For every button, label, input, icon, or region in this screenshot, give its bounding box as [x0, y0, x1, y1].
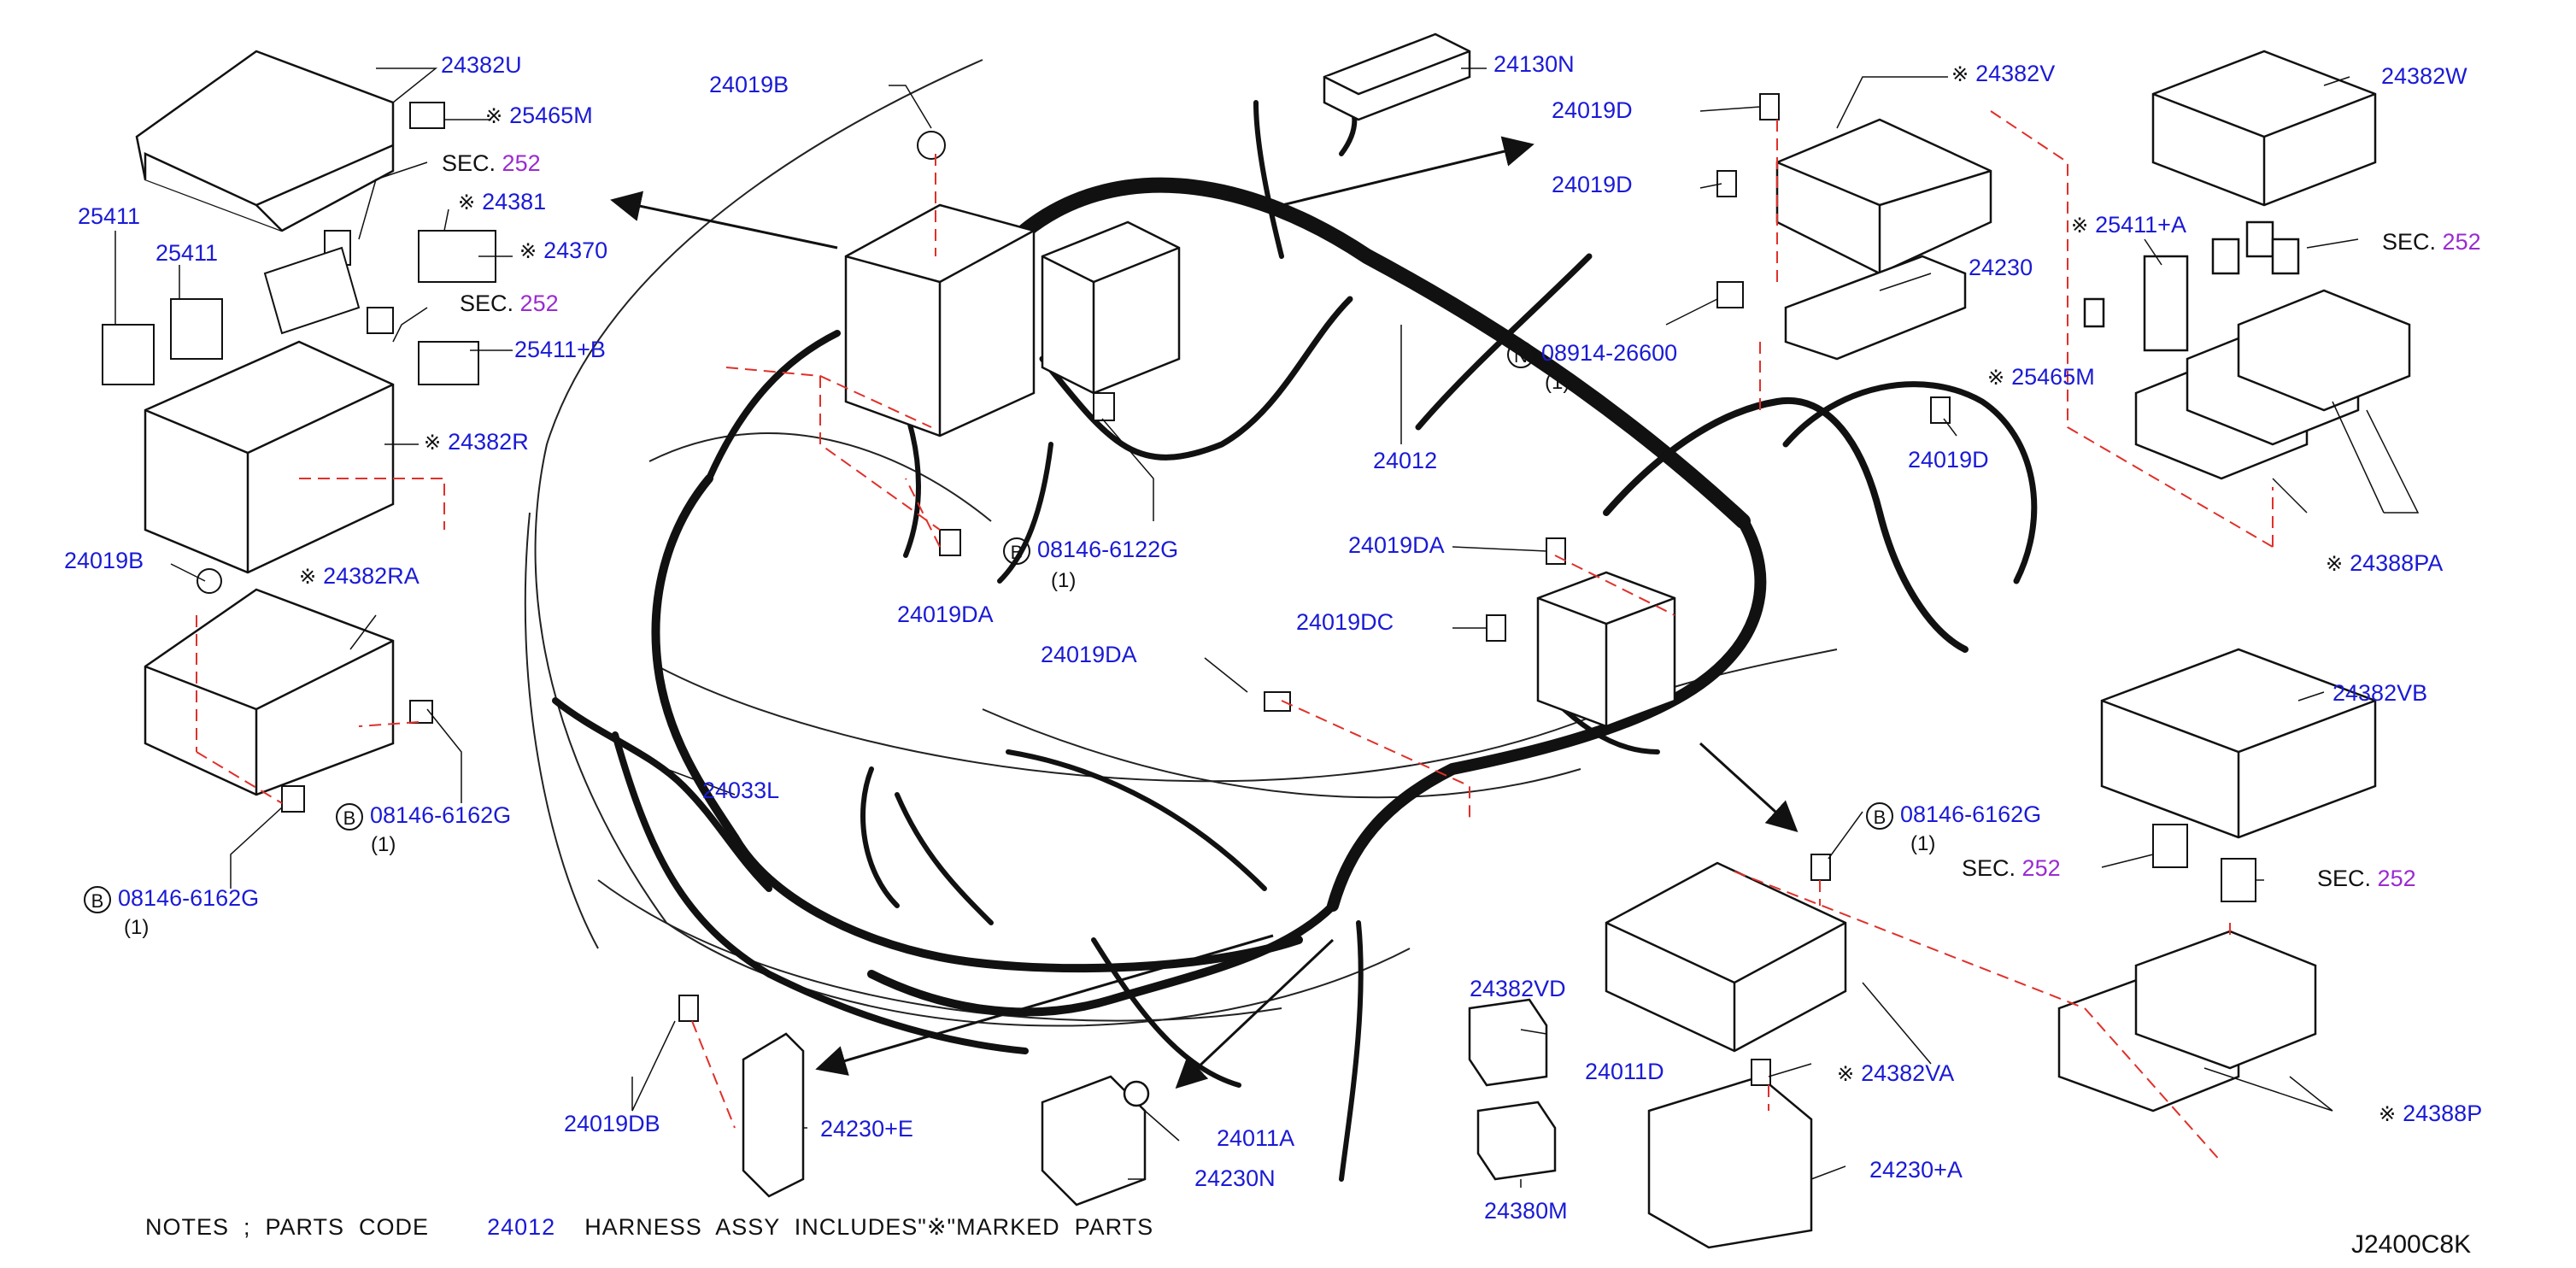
direction-arrows: [610, 136, 1799, 1089]
bolt-b-marker: B: [84, 886, 111, 913]
part-24230N: 24230N: [1194, 1165, 1276, 1191]
relays-right: [2152, 824, 2256, 902]
part-24019D-c: 24019D: [1908, 447, 1989, 473]
part-25411-a: 25411: [78, 203, 141, 229]
part-24230: 24230: [1969, 255, 2033, 280]
part-24382V: ※24382V: [1951, 61, 2056, 86]
nut-n-marker: N: [1507, 341, 1534, 368]
box-24382RA: [144, 588, 395, 796]
part-24230E: 24230+E: [820, 1116, 913, 1142]
part-24382W: 24382W: [2381, 63, 2467, 89]
part-24380M: 24380M: [1484, 1198, 1568, 1224]
part-24382VB: 24382VB: [2332, 680, 2428, 706]
bolts-misc: [678, 93, 1951, 1086]
qty-a: (1): [371, 833, 396, 856]
part-24019D-b: 24019D: [1552, 172, 1633, 197]
relays-left: [102, 230, 496, 385]
part-24012: 24012: [1373, 448, 1438, 473]
qty-b: (1): [124, 916, 150, 939]
part-24011D: 24011D: [1585, 1059, 1664, 1084]
center-relay-box: [844, 203, 1181, 437]
asterisk-marker: ※: [519, 240, 537, 263]
asterisk-marker: ※: [299, 566, 317, 589]
leader-lines: [114, 68, 2420, 1188]
qty-e: (1): [1910, 832, 1936, 855]
red-dashed-leaders: [196, 110, 2274, 1163]
section-ref-a: SEC. 252: [442, 150, 541, 176]
fuse-blocks-24388PA: [2083, 220, 2411, 480]
part-24019DB: 24019DB: [564, 1111, 660, 1136]
cover-24382VB: [2100, 648, 2377, 839]
part-25411-b: 25411: [155, 240, 219, 266]
bracket-24382V: [1775, 118, 1992, 275]
part-25465M-b: ※25465M: [1987, 364, 2095, 390]
part-24019DA-a: 24019DA: [1348, 532, 1445, 558]
part-24011A: 24011A: [1217, 1125, 1295, 1151]
qty-d: (1): [1051, 569, 1077, 592]
part-24019DA-b: 24019DA: [897, 602, 994, 627]
asterisk-marker: ※: [2071, 214, 2089, 238]
bracket-24230E: [742, 1032, 805, 1198]
section-ref-d: SEC. 252: [1962, 855, 2061, 881]
section-ref-b: SEC. 252: [460, 291, 559, 316]
bolt-b-marker: B: [1003, 537, 1030, 565]
asterisk-marker: ※: [2326, 553, 2344, 576]
part-24382VA: ※24382VA: [1837, 1060, 1955, 1086]
bolts-left: [197, 131, 1115, 813]
qty-c: (1): [1545, 371, 1570, 394]
part-24019B-b: 24019B: [709, 72, 789, 97]
fuse-blocks-24388P: [2057, 930, 2317, 1112]
asterisk-marker: ※: [458, 191, 476, 214]
part-25411B: 25411+B: [514, 337, 606, 362]
bracket-24230N: [1041, 1075, 1150, 1206]
part-24230A: 24230+A: [1869, 1157, 1963, 1183]
section-ref-e: SEC. 252: [2317, 866, 2416, 891]
part-24019D-a: 24019D: [1552, 97, 1633, 123]
cover-24382W: [2151, 50, 2377, 207]
part-24019DC: 24019DC: [1296, 609, 1394, 635]
right-relay-box: [1536, 571, 1676, 728]
main-harness: [552, 83, 2038, 1182]
part-24388PA: ※24388PA: [2326, 550, 2444, 576]
asterisk-marker: ※: [1987, 367, 2005, 390]
asterisk-marker: ※: [1951, 63, 1969, 86]
section-ref-c: SEC. 252: [2382, 229, 2481, 255]
cover-24382U: [135, 50, 395, 232]
part-24381: ※24381: [458, 189, 547, 214]
part-24382R: ※24382R: [424, 429, 529, 455]
body-outline: [524, 59, 1838, 1027]
asterisk-marker: ※: [485, 105, 503, 128]
part-24370: ※24370: [519, 238, 608, 263]
parts-notes: NOTES ; PARTS CODE 24012 HARNESS ASSY IN…: [145, 1214, 1154, 1240]
small-parts-center-right: [1468, 998, 1557, 1181]
part-24130N: 24130N: [1493, 51, 1575, 77]
bolt-b-marker: B: [336, 803, 363, 831]
bracket-24230A: [1647, 1075, 1813, 1249]
box-24382VA: [1605, 861, 1847, 1053]
part-24019DA-c: 24019DA: [1041, 642, 1137, 667]
part-24033L: 24033L: [702, 778, 780, 803]
part-25411A: ※25411+A: [2071, 212, 2186, 238]
part-24388P: ※24388P: [2379, 1101, 2483, 1126]
diagram-id: J2400C8K: [2351, 1230, 2472, 1259]
part-24382RA: ※24382RA: [299, 563, 420, 589]
connector-24130N: [1323, 32, 1471, 121]
part-24019B-a: 24019B: [64, 548, 144, 573]
part-24382U: 24382U: [441, 52, 522, 78]
part-24382VD: 24382VD: [1470, 976, 1566, 1001]
asterisk-marker: ※: [2379, 1103, 2397, 1126]
box-24382R: [144, 340, 395, 574]
part-25465M-a: ※25465M: [485, 103, 593, 128]
asterisk-marker: ※: [1837, 1063, 1855, 1086]
asterisk-marker: ※: [424, 431, 442, 455]
fuse-25465M-a: [409, 102, 445, 129]
bracket-24230: [1784, 255, 1967, 361]
bolt-b-marker: B: [1866, 802, 1893, 830]
